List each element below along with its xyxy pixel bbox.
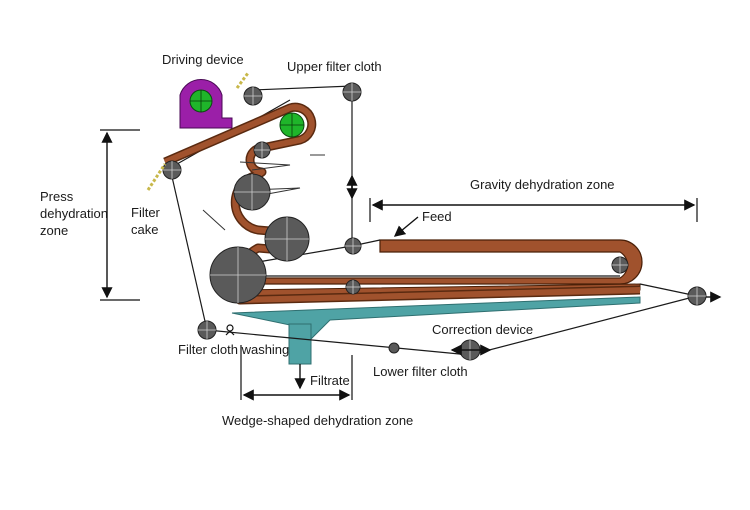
- gravity-zone-sludge: [248, 239, 643, 285]
- label-press-zone-line2: dehydration: [40, 206, 108, 221]
- filtrate-tray: [231, 296, 641, 365]
- roller-press-large-lower: [209, 246, 267, 304]
- roller-lower-small: [388, 342, 400, 354]
- roller-top-right: [342, 82, 362, 102]
- roller-gravity-tail: [611, 256, 629, 274]
- label-upper-filter-cloth: Upper filter cloth: [287, 59, 382, 74]
- upper-filter-cloth-belt: [234, 85, 620, 277]
- label-press-zone-line3: zone: [40, 223, 68, 238]
- roller-press-large-upper: [264, 216, 310, 262]
- label-filter-cake-line2: cake: [131, 222, 158, 237]
- gravity-zone-dimension: [369, 198, 698, 222]
- roller-press-medium: [233, 173, 271, 211]
- label-wedge-zone: Wedge-shaped dehydration zone: [222, 413, 413, 428]
- label-gravity-zone: Gravity dehydration zone: [470, 177, 615, 192]
- label-filter-cake-line1: Filter: [131, 205, 161, 220]
- roller-washing: [197, 320, 217, 340]
- label-filtrate: Filtrate: [310, 373, 350, 388]
- roller-gravity-head: [344, 237, 362, 255]
- label-feed: Feed: [422, 209, 452, 224]
- roller-top-left: [243, 86, 263, 106]
- label-correction-device: Correction device: [432, 322, 533, 337]
- press-zone-dimension: [100, 129, 140, 301]
- roller-far-right: [687, 286, 707, 306]
- label-driving-device: Driving device: [162, 52, 244, 67]
- label-lower-filter-cloth: Lower filter cloth: [373, 364, 468, 379]
- feed-arrow: [393, 216, 419, 237]
- wedge-zone-dimension: [240, 345, 353, 401]
- driving-motor-icon: [146, 72, 305, 191]
- label-filter-cloth-washing: Filter cloth washing: [178, 342, 289, 357]
- label-press-zone-line1: Press: [40, 189, 74, 204]
- spray-nozzle-icon: [225, 324, 235, 336]
- roller-mid: [345, 279, 361, 295]
- roller-press-small: [253, 141, 271, 159]
- roller-set: [162, 82, 707, 361]
- roller-cake-discharge: [162, 160, 182, 180]
